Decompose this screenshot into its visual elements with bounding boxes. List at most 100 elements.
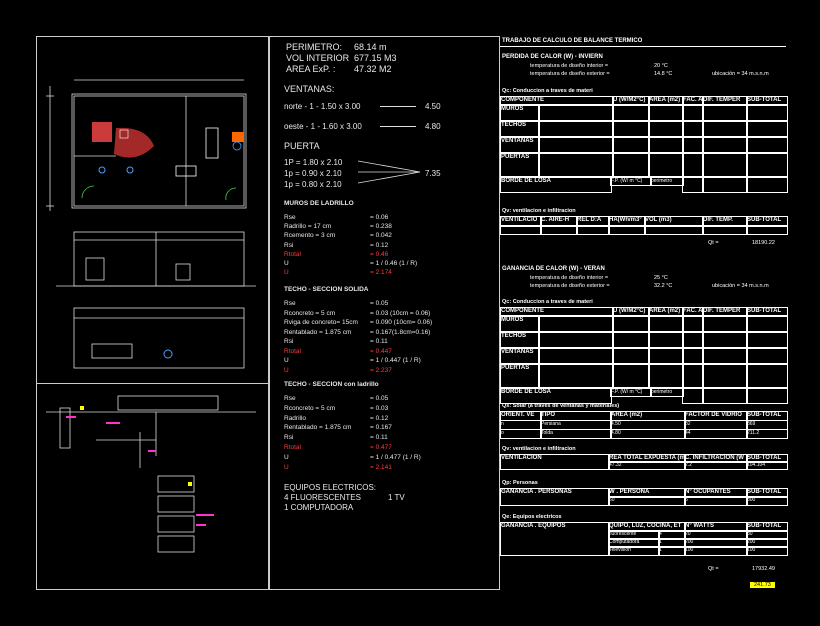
table-cell bbox=[746, 316, 788, 332]
puerta-1: 1P = 1.80 x 2.10 bbox=[284, 158, 343, 167]
perdida-title: PERDIDA DE CALOR (W) - INVIERN bbox=[502, 54, 603, 60]
table-cell bbox=[746, 348, 788, 364]
table-cell bbox=[648, 137, 684, 153]
ganancia-title: GANANCIA DE CALOR (W) - VERAN bbox=[502, 266, 605, 272]
calc-row-label: U bbox=[284, 453, 289, 461]
vol-label: VOL INTERIOR bbox=[286, 53, 350, 63]
table-cell bbox=[702, 105, 748, 121]
table-cell bbox=[612, 137, 650, 153]
puerta-title: PUERTA bbox=[284, 141, 320, 151]
column-header: U (W/M2°C) bbox=[612, 307, 650, 316]
column-header: SUB-TOTAL bbox=[746, 307, 788, 316]
temp-ext2-label: temperatura de diseño exterior = bbox=[530, 283, 610, 289]
row-group-label: VENTANAS bbox=[500, 137, 540, 153]
table-cell: 4 bbox=[658, 530, 686, 540]
calc-row-label: Rtotal bbox=[284, 250, 301, 258]
table-cell: 2.2 bbox=[684, 461, 748, 470]
calc-row-label: U bbox=[284, 463, 289, 471]
calc-row-value: = 1 / 0.447 (1 / R) bbox=[370, 357, 421, 364]
table-cell bbox=[682, 364, 704, 388]
muros-title: MUROS DE LADRILLO bbox=[284, 200, 354, 207]
qc2-title: Qc: Conduccion a traves de materi bbox=[502, 299, 593, 305]
table-cell bbox=[612, 316, 650, 332]
column-header: C. INFILTRACION (W bbox=[684, 454, 748, 463]
table-cell: 44 bbox=[684, 429, 748, 439]
calc-row-value: = 0.05 bbox=[370, 395, 389, 402]
calc-row-value: = 2.237 bbox=[370, 366, 392, 374]
column-header: DIF. TEMPER bbox=[702, 96, 748, 105]
table-cell bbox=[746, 364, 788, 388]
table-cell bbox=[648, 316, 684, 332]
calc-row-label: U bbox=[284, 260, 289, 267]
table-cell bbox=[702, 137, 748, 153]
table-cell bbox=[538, 364, 614, 388]
table-cell bbox=[682, 137, 704, 153]
calc-row-value: = 0.447 bbox=[370, 347, 392, 355]
qt2-label: Qt = bbox=[708, 566, 719, 572]
table-cell: Televisión bbox=[608, 546, 660, 556]
table-cell: 1 bbox=[658, 546, 686, 556]
column-header: FAC. AJU bbox=[682, 96, 704, 105]
area-value: 47.32 M2 bbox=[354, 64, 392, 74]
table-cell bbox=[682, 121, 704, 137]
qp-title: Qp: Personas bbox=[502, 480, 538, 486]
calc-row-value: = 0.090 (10cm= 0.06) bbox=[370, 319, 433, 326]
calc-row-label: Rentablado = 1.875 cm bbox=[284, 424, 352, 432]
column-header: SUB-TOTAL bbox=[746, 488, 788, 498]
table-cell bbox=[648, 153, 684, 177]
table-cell bbox=[746, 388, 788, 404]
calc-row-value: = 0.12 bbox=[370, 414, 389, 422]
drawing-frame-mid bbox=[268, 36, 500, 590]
wall-details bbox=[46, 395, 256, 553]
column-header: FAC. AJU bbox=[682, 307, 704, 316]
table-cell bbox=[746, 137, 788, 153]
table-cell: 80 bbox=[746, 530, 788, 540]
column-header: REA TOTAL EXPUESTA (m bbox=[608, 454, 686, 463]
equipos-line1: 4 FLUORESCENTES bbox=[284, 493, 361, 502]
table-cell: Tolda bbox=[540, 429, 612, 439]
table-cell bbox=[648, 364, 684, 388]
drawing-frame-left bbox=[36, 36, 270, 590]
row-group-label: GANANCIA . PERSONAS bbox=[500, 488, 610, 506]
table-cell: 211.2 bbox=[746, 429, 788, 439]
table-cell bbox=[608, 225, 646, 235]
table-cell: 20 bbox=[684, 530, 748, 540]
puerta-2: 1p = 0.90 x 2.10 bbox=[284, 169, 342, 178]
table-cell: F.P. (W/ m °C) bbox=[610, 388, 652, 397]
table-cell bbox=[746, 105, 788, 121]
table-cell bbox=[538, 137, 614, 153]
table-cell bbox=[702, 177, 748, 193]
table-cell bbox=[746, 153, 788, 177]
table-cell: 200 bbox=[684, 538, 748, 548]
ventana-oeste: oeste - 1 - 1.60 x 3.00 bbox=[284, 122, 362, 131]
table-cell: 4.80 bbox=[610, 429, 686, 439]
row-group-label: PUERTAS bbox=[500, 153, 540, 177]
row-group-label: PUERTAS bbox=[500, 364, 540, 388]
table-cell bbox=[612, 153, 650, 177]
puerta-3: 1p = 0.80 x 2.10 bbox=[284, 180, 342, 189]
column-header: QUIPO, LUZ, COCINA, ET bbox=[608, 522, 686, 532]
table-cell bbox=[648, 332, 684, 348]
table-cell bbox=[702, 388, 748, 404]
final-value: 241.73 bbox=[750, 582, 775, 588]
table-cell bbox=[500, 225, 542, 235]
calc-row-label: U bbox=[284, 366, 289, 374]
column-header: REL D:A bbox=[576, 216, 610, 227]
table-cell bbox=[648, 348, 684, 364]
ventana-norte-value: 4.50 bbox=[425, 102, 441, 111]
calc-row-label: Rentablado = 1.875 cm bbox=[284, 328, 352, 336]
equipos-line1b: 1 TV bbox=[388, 493, 405, 502]
calc-row-value: = 0.042 bbox=[370, 232, 392, 240]
calc-row-label: Radrillo bbox=[284, 414, 307, 422]
table-cell bbox=[648, 121, 684, 137]
table-cell bbox=[538, 121, 614, 137]
table-cell: fluorescente bbox=[608, 530, 660, 540]
table-cell: 100 bbox=[746, 546, 788, 556]
table-cell: 100 bbox=[684, 546, 748, 556]
table-cell bbox=[612, 348, 650, 364]
table-cell bbox=[702, 121, 748, 137]
table-cell: perimetro bbox=[650, 388, 684, 397]
qc-title: Qc: Conduccion a traves de materi bbox=[502, 88, 593, 94]
qt1-label: Qt = bbox=[708, 240, 719, 246]
puerta-total: 7.35 bbox=[425, 169, 441, 178]
